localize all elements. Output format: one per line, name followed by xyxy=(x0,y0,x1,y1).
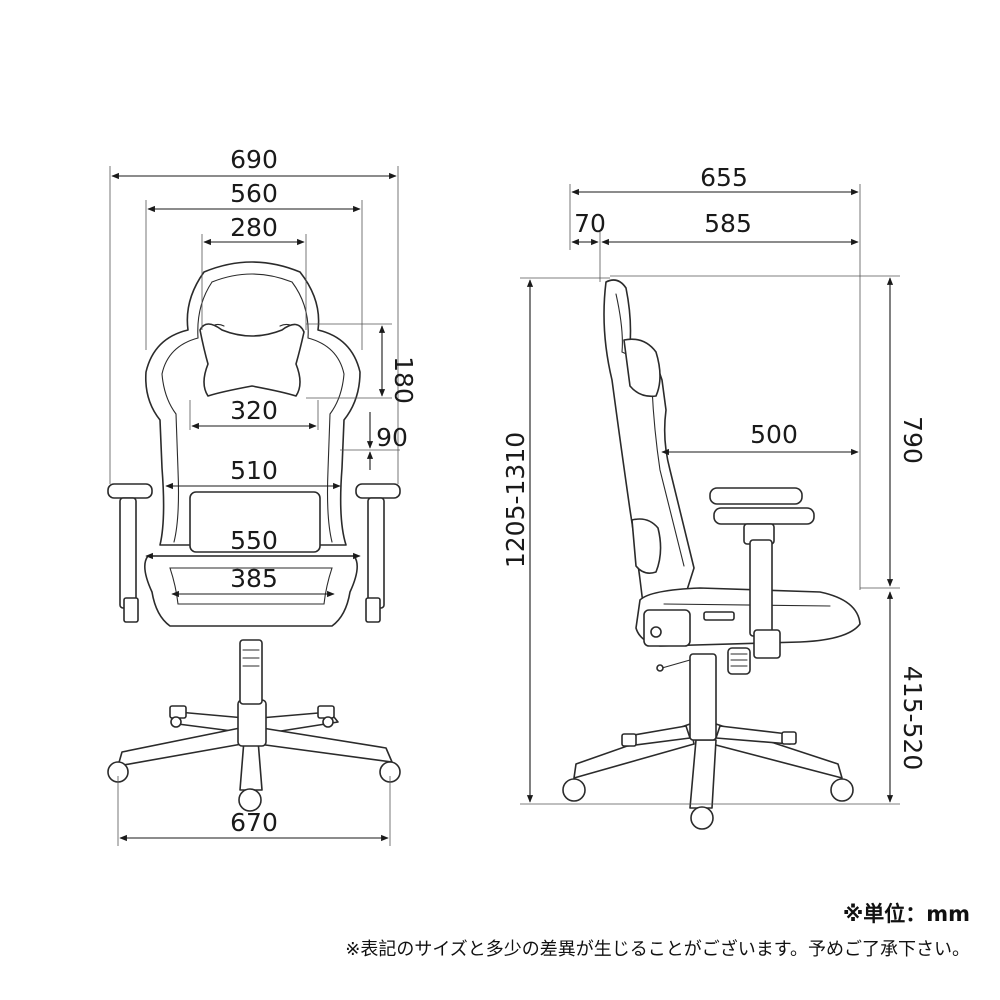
front-lumbar-pillow xyxy=(189,491,321,553)
front-base xyxy=(107,699,401,812)
dim-side-depth-overall: 655 xyxy=(700,163,748,192)
dim-front-width-overall: 690 xyxy=(230,145,278,174)
unit-note: ※単位：mm xyxy=(842,902,970,926)
front-headrest-pillow xyxy=(199,323,305,397)
side-armrest xyxy=(709,487,815,659)
dim-front-back-width: 320 xyxy=(230,396,278,425)
dim-front-width-armrest: 560 xyxy=(230,179,278,208)
side-gas-cylinder xyxy=(689,653,717,741)
dim-front-back-width-lower: 510 xyxy=(230,456,278,485)
dim-front-base-width: 670 xyxy=(230,808,278,837)
dim-front-seat-width: 550 xyxy=(230,526,278,555)
side-base xyxy=(562,723,854,830)
front-backrest xyxy=(144,261,361,546)
dim-front-lumbar-offset: 90 xyxy=(376,423,408,452)
dim-side-seat-height: 415-520 xyxy=(898,666,927,770)
dim-side-back-height: 790 xyxy=(898,416,927,464)
front-dimensions: 690 560 280 180 90 320 510 550 385 xyxy=(109,145,418,846)
dim-side-recline-offset: 70 xyxy=(574,209,606,238)
dim-side-seat-depth: 500 xyxy=(750,420,798,449)
front-armrest-right xyxy=(355,483,401,623)
front-gas-cylinder xyxy=(239,639,263,705)
side-view-chair xyxy=(562,279,861,830)
dim-front-headrest-height: 180 xyxy=(389,356,418,404)
dim-front-headrest-width: 280 xyxy=(230,213,278,242)
side-dimensions: 655 70 585 500 1205-1310 790 415-520 xyxy=(501,163,927,805)
dim-side-depth-main: 585 xyxy=(704,209,752,238)
dim-side-total-height: 1205-1310 xyxy=(501,432,530,568)
disclaimer-note: ※表記のサイズと多少の差異が生じることがございます。予めご了承下さい。 xyxy=(345,939,970,960)
dim-front-seat-inner-width: 385 xyxy=(230,564,278,593)
front-armrest-left xyxy=(107,483,153,623)
